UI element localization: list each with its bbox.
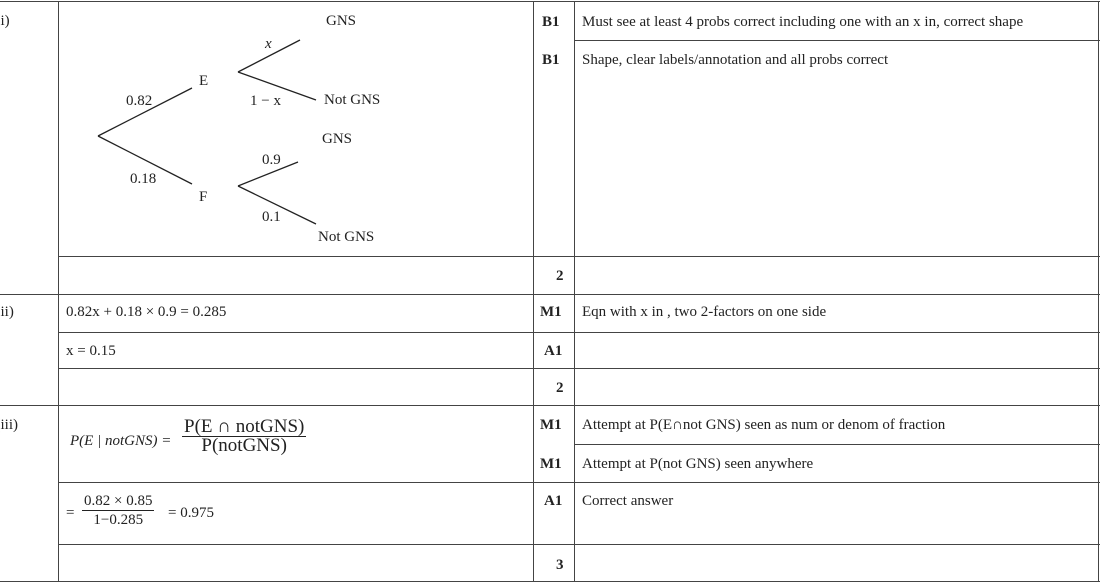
- mark-code: M1: [540, 456, 562, 472]
- calculation-fraction: 0.82 × 0.85 1−0.285: [82, 492, 155, 529]
- row-rule: [58, 256, 1100, 257]
- mark-code: M1: [540, 417, 562, 433]
- branch-prob: 0.18: [130, 171, 157, 187]
- column-rule: [58, 1, 59, 582]
- mark-note: Attempt at P(not GNS) seen anywhere: [582, 456, 814, 472]
- row-rule: [58, 482, 1100, 483]
- outcome-label: F: [199, 189, 208, 205]
- mark-code: M1: [540, 304, 562, 320]
- branch-prob: 0.1: [262, 209, 281, 225]
- fraction-numerator: P(E ∩ notGNS): [182, 416, 307, 437]
- equals-sign: =: [66, 505, 75, 521]
- row-rule: [0, 1, 1100, 2]
- column-rule: [1098, 1, 1099, 582]
- row-rule: [58, 368, 1100, 369]
- column-rule: [574, 1, 575, 582]
- mark-code: A1: [544, 343, 563, 359]
- row-rule: [0, 294, 1100, 295]
- question-label: 5(iii): [0, 417, 18, 433]
- working-line: x = 0.15: [66, 343, 116, 359]
- working-line: 0.82x + 0.18 × 0.9 = 0.285: [66, 304, 227, 320]
- row-rule: [58, 544, 1100, 545]
- fraction-denominator: 1−0.285: [93, 512, 144, 528]
- outcome-label: Not GNS: [318, 229, 375, 245]
- branch-prob: 0.82: [126, 93, 153, 109]
- branch-line: [237, 185, 317, 225]
- total-marks: 2: [556, 380, 564, 396]
- branch-line: [237, 39, 301, 73]
- branch-line: [97, 87, 193, 137]
- mark-note: Shape, clear labels/annotation and all p…: [582, 52, 889, 68]
- question-label: 5(ii): [0, 304, 14, 320]
- row-rule: [574, 40, 1100, 41]
- branch-prob: x: [265, 36, 272, 52]
- mark-note: Correct answer: [582, 493, 674, 509]
- mark-code: B1: [542, 14, 560, 30]
- outcome-label: GNS: [326, 13, 357, 29]
- mark-note: Attempt at P(E∩not GNS) seen as num or d…: [582, 417, 946, 433]
- total-marks: 2: [556, 268, 564, 284]
- question-label: 5(i): [0, 13, 10, 29]
- row-rule: [574, 444, 1100, 445]
- outcome-label: GNS: [322, 131, 353, 147]
- branch-line: [97, 135, 193, 185]
- mark-code: B1: [542, 52, 560, 68]
- branch-prob: 1 − x: [250, 93, 281, 109]
- column-rule: [533, 1, 534, 582]
- conditional-fraction: P(E ∩ notGNS) P(notGNS): [182, 416, 307, 456]
- conditional-lhs: P(E | notGNS) =: [70, 433, 172, 449]
- fraction-numerator: 0.82 × 0.85: [82, 493, 155, 511]
- mark-note: Eqn with x in , two 2-factors on one sid…: [582, 304, 827, 320]
- outcome-label: Not GNS: [324, 92, 381, 108]
- branch-line: [237, 161, 299, 187]
- fraction-denominator: P(notGNS): [201, 435, 287, 456]
- tree-diagram: [97, 39, 317, 225]
- row-rule: [0, 405, 1100, 406]
- mark-note: Must see at least 4 probs correct includ…: [582, 14, 1024, 30]
- row-rule: [0, 581, 1100, 582]
- working-line: = 0.975: [168, 505, 214, 521]
- branch-prob: 0.9: [262, 152, 281, 168]
- outcome-label: E: [199, 73, 209, 89]
- row-rule: [58, 332, 1100, 333]
- mark-code: A1: [544, 493, 563, 509]
- total-marks: 3: [556, 557, 564, 573]
- branch-line: [237, 71, 317, 101]
